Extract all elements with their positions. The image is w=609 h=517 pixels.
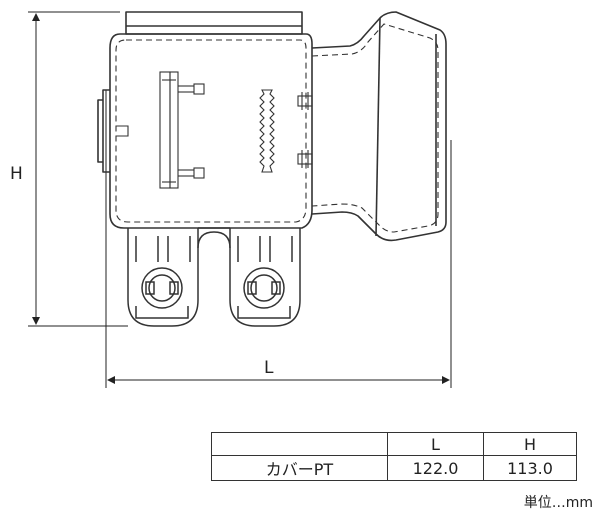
- left-terminal-strip: [159, 71, 205, 189]
- serrated-grip: [259, 89, 275, 173]
- right-mounting-leg: [229, 228, 301, 327]
- cover-body-outline: [97, 11, 447, 242]
- center-notch: [197, 227, 231, 249]
- right-side-clips: [297, 92, 313, 168]
- table-cell-length: 122.0: [387, 455, 484, 481]
- table-header-row: L H: [211, 432, 577, 456]
- height-dimension: [28, 11, 128, 327]
- table-row: カバーPT 122.0 113.0: [211, 455, 577, 481]
- cover-technical-drawing: H L: [10, 11, 452, 388]
- dimension-table: L H カバーPT 122.0 113.0: [211, 432, 577, 481]
- unit-note: 単位…mm: [523, 495, 593, 511]
- table-cell-product: カバーPT: [211, 455, 388, 481]
- length-dimension: [105, 90, 452, 388]
- table-header-cell: L: [387, 432, 484, 456]
- inner-dashed-outline: [115, 23, 439, 233]
- left-side-clip: [116, 125, 129, 137]
- height-label: H: [10, 164, 23, 184]
- table-cell-height: 113.0: [483, 455, 577, 481]
- table-header-cell: [211, 432, 388, 456]
- table-header-cell: H: [483, 432, 577, 456]
- length-label: L: [264, 358, 274, 378]
- left-mounting-leg: [127, 228, 199, 327]
